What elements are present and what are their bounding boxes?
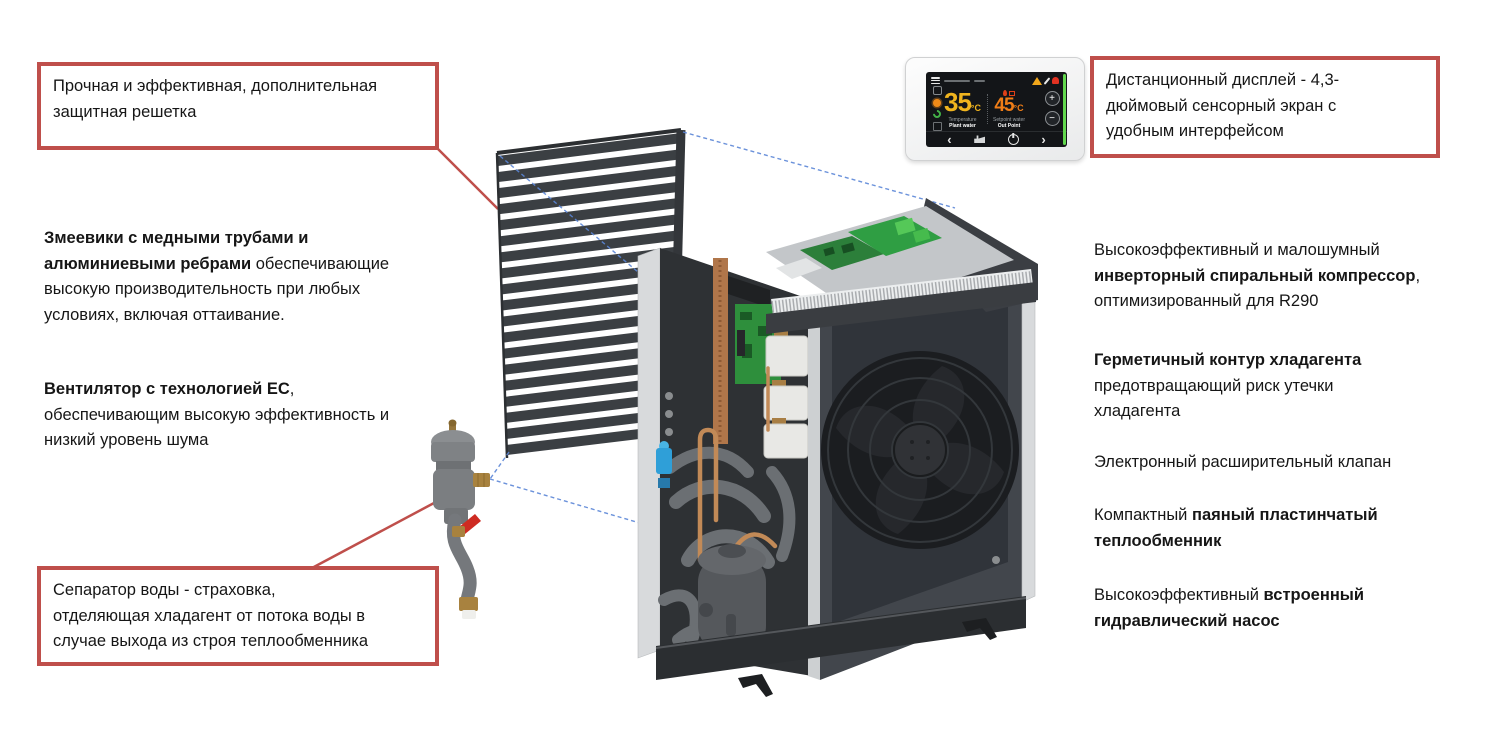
callout-remote-display: Дистанционный дисплей - 4,3-дюймовый сен… [1090,56,1440,158]
mode-icon [932,86,942,96]
feature-expansion-valve: Электронный расширительный клапан [1094,453,1392,471]
unit-foot [738,674,773,697]
front-ledge [766,282,1036,334]
mode-icon-column [930,86,944,131]
minus-button: − [1044,111,1060,127]
unit-center-edge [808,298,820,680]
plus-button: + [1044,91,1060,107]
setpoint-temp-value: 45 [994,94,1014,116]
fan-guard [827,357,1013,543]
water-separator [431,419,490,619]
connector-grille-line [435,146,499,210]
screen-nav-bar: ‹ › [926,130,1067,147]
plant-temperature-readout: 35°C Temperature Plant water [944,89,981,129]
heatsink-block [728,276,770,308]
flame-icon [1003,89,1008,96]
unit-base [655,596,1027,697]
power-icon [1007,133,1019,145]
brass-fitting [459,597,478,611]
heat-mode-icon [933,98,941,107]
screen-status-bar [926,72,1067,86]
heat-pump-unit [637,198,1038,697]
alarm-bell-icon [1052,77,1059,85]
callout-connector-lines [311,146,499,570]
back-chevron-icon: ‹ [947,131,952,147]
status-time-text [974,79,985,82]
unit-fan-side [820,274,1022,680]
electronics-tray [766,206,1014,312]
expand-icon [932,121,942,131]
terminal-blocks [776,258,822,279]
screen-main-area: 35°C Temperature Plant water 45°C Setpoi… [926,86,1067,131]
plant-temp-sublabel: Plant water [949,122,976,129]
axial-fan [821,351,1019,549]
setpoint-temp-sublabel: Out Point [997,122,1021,129]
main-pcb [800,236,884,270]
wrench-icon [1043,77,1051,85]
menu-icon [931,77,940,85]
setpoint-temperature-readout: 45°C Setpoint water Out Point [993,89,1025,129]
status-led-strip [1063,74,1066,145]
eco-mode-icon [931,108,943,121]
feature-ec-fan: Вентилятор с технологией EC,обеспечивающ… [44,380,390,450]
fan-hub [893,423,947,477]
relay-pcb [848,216,942,256]
forward-chevron-icon: › [1041,131,1046,147]
heater-icon [1009,90,1016,96]
connector-separator-line [311,501,435,570]
plant-temp-unit: °C [970,102,982,113]
junction-boxes [763,328,809,459]
unit-foot [962,618,997,640]
blue-valve [656,441,672,488]
plant-temp-value: 35 [944,86,972,117]
setpoint-temp-unit: °C [1013,102,1024,113]
separator-pipe [447,513,477,607]
copper-tubes [697,366,778,563]
brass-fitting [473,473,490,487]
setpoint-temp-label: Setpoint water [993,116,1025,123]
warning-triangle-icon [1032,76,1042,85]
touchscreen: 35°C Temperature Plant water 45°C Setpoi… [926,72,1067,147]
status-datetime-text [944,79,970,82]
screen-divider [981,93,993,124]
plant-temp-label: Temperature [948,116,977,123]
remote-display-device: 35°C Temperature Plant water 45°C Setpoi… [905,57,1085,161]
callout-water-separator: Сепаратор воды - страховка,отделяющая хл… [37,566,439,666]
boiler-icon [974,135,986,144]
unit-right-edge [1021,265,1036,603]
electronics-compartment [766,198,1038,334]
